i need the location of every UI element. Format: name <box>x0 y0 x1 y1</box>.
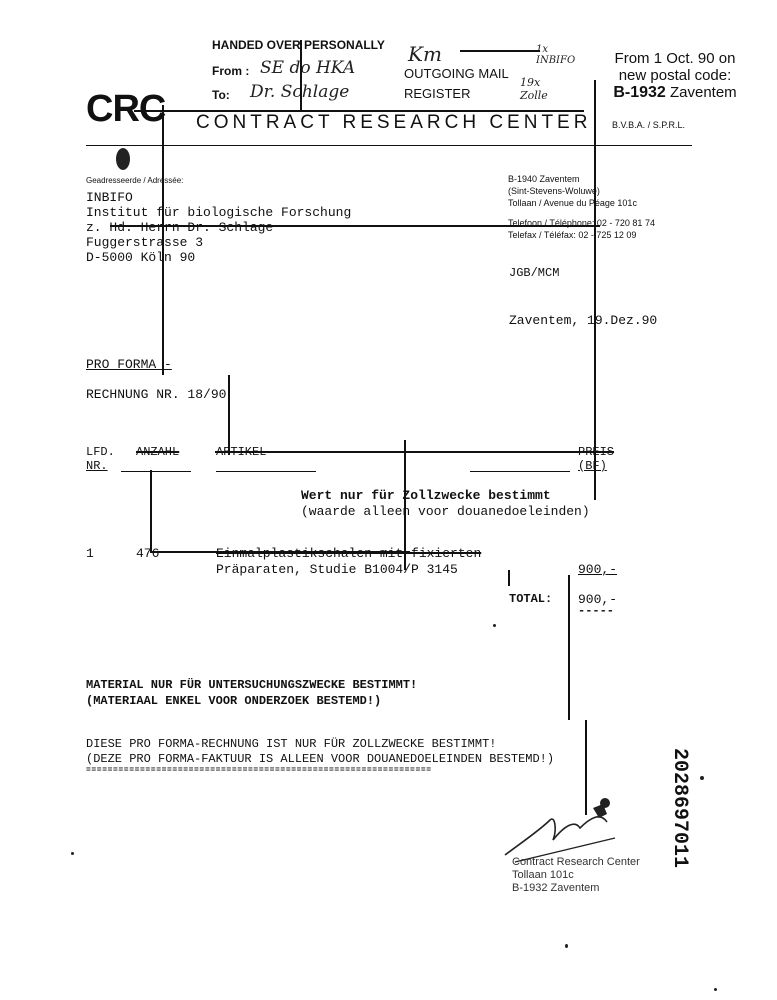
notice-line-2: new postal code: <box>618 67 732 84</box>
to-label: To: <box>212 88 230 102</box>
scan-line <box>460 50 540 52</box>
outgoing-mail-stamp: OUTGOING MAIL REGISTER 1x INBIFO 19x Zol… <box>404 44 575 106</box>
scan-line <box>228 375 230 455</box>
value-note-1: Wert nur für Zollzwecke bestimmt <box>301 488 551 503</box>
document-id: 2028697011 <box>668 748 691 869</box>
addressee-line: D-5000 Köln 90 <box>86 250 196 265</box>
value-note-2: (waarde alleen voor douanedoeleinden) <box>301 504 590 519</box>
handwritten-initials: Km <box>408 42 442 66</box>
sender-line: Telefoon / Téléphone: 02 - 720 81 74 <box>508 218 655 228</box>
company-legal-form: B.V.B.A. / S.P.R.L. <box>612 120 686 130</box>
addressee-line: Fuggerstrasse 3 <box>86 235 204 250</box>
crc-logo: CRC <box>86 88 166 130</box>
customs-note-2: (DEZE PRO FORMA-FAKTUUR IS ALLEEN VOOR D… <box>86 752 555 766</box>
scan-speck <box>700 776 704 780</box>
header-rule <box>470 471 570 472</box>
material-note-2: (MATERIAAL ENKEL VOOR ONDERZOEK BESTEMD!… <box>86 694 382 708</box>
col-header-currency: (BF) <box>578 459 607 473</box>
to-value: Dr. Schlage <box>250 82 350 102</box>
stamp-line: B-1932 Zaventem <box>512 882 600 894</box>
notice-line-1: From 1 Oct. 90 on <box>614 50 736 67</box>
scan-speck <box>600 798 610 808</box>
total-label: TOTAL: <box>509 592 553 606</box>
company-name: CONTRACT RESEARCH CENTER <box>196 112 592 133</box>
item-price: 900,- <box>578 562 618 577</box>
outgoing-note-1: 1x INBIFO <box>536 44 576 66</box>
addressee-line: Institut für biologische Forschung <box>86 205 352 220</box>
from-label: From : <box>212 64 250 78</box>
addressee-block: INBIFO Institut für biologische Forschun… <box>86 190 351 265</box>
handed-over-title: HANDED OVER PERSONALLY <box>212 38 385 52</box>
outgoing-note-2: 19x Zolle <box>520 76 548 102</box>
scan-line <box>568 575 570 720</box>
total-underline: ----- <box>578 604 615 618</box>
sender-line <box>508 209 655 217</box>
scan-line <box>110 225 600 227</box>
scan-line <box>150 470 152 552</box>
item-number: 1 <box>86 546 94 561</box>
from-value: SE do HKA <box>260 58 356 78</box>
addressee-line: INBIFO <box>86 190 133 205</box>
scan-speck <box>71 852 74 855</box>
invoice-date: Zaventem, 19.Dez.90 <box>509 313 658 328</box>
invoice-number: RECHNUNG NR. 18/90 <box>86 387 227 402</box>
customs-note-1: DIESE PRO FORMA-RECHNUNG IST NUR FÜR ZOL… <box>86 737 497 751</box>
scan-line <box>585 720 587 815</box>
addressee-line: z. Hd. Herrn Dr. Schlage <box>86 220 274 235</box>
material-note-1: MATERIAL NUR FÜR UNTERSUCHUNGSZWECKE BES… <box>86 678 418 692</box>
customs-rule: ========================================… <box>86 766 432 775</box>
scan-line <box>404 440 406 570</box>
item-description-2: Präparaten, Studie B1004/P 3145 <box>216 562 458 577</box>
scan-line <box>162 105 164 375</box>
col-header-anzahl: ANZAHL <box>136 445 180 459</box>
scan-speck <box>116 148 130 170</box>
header-rule <box>216 471 316 472</box>
notice-city: Zaventem <box>669 84 737 101</box>
scan-line <box>594 80 596 500</box>
sender-line: Tollaan / Avenue du Péage 101c <box>508 198 637 208</box>
total-value: 900,- <box>578 592 618 607</box>
sender-line: B-1940 Zaventem <box>508 174 580 184</box>
sender-block: B-1940 Zaventem (Sint-Stevens-Woluwe) To… <box>508 173 655 241</box>
scan-speck <box>714 988 717 991</box>
pro-forma-title: PRO FORMA - <box>86 357 172 372</box>
handed-over-stamp: HANDED OVER PERSONALLY From : SE do HKA … <box>212 38 432 108</box>
register-label: REGISTER <box>404 86 471 101</box>
stamp-line: Contract Research Center <box>512 856 640 868</box>
outgoing-mail-label: OUTGOING MAIL <box>404 66 509 81</box>
scan-speck <box>565 944 568 948</box>
scan-line <box>215 451 600 453</box>
letterhead-rule <box>86 145 692 146</box>
stamp-line: Tollaan 101c <box>512 869 574 881</box>
sender-line: (Sint-Stevens-Woluwe) <box>508 186 600 196</box>
reference-code: JGB/MCM <box>509 266 560 280</box>
notice-postal-code: B-1932 <box>613 84 666 101</box>
sender-line: Telefax / Téléfax: 02 - 725 12 09 <box>508 230 637 240</box>
item-description-1: Einmalplastikschalen mit fixierten <box>216 546 482 561</box>
scan-line <box>300 40 302 110</box>
col-header-lfd: LFD. <box>86 445 115 459</box>
scan-line <box>508 570 510 586</box>
scan-line <box>150 551 410 553</box>
postal-code-notice: From 1 Oct. 90 on new postal code: B-193… <box>575 50 775 102</box>
scan-line <box>134 110 584 112</box>
item-quantity: 476 <box>136 546 160 561</box>
col-header-nr: NR. <box>86 459 108 473</box>
company-stamp: Contract Research Center Tollaan 101c B-… <box>512 856 640 895</box>
addressee-label: Geadresseerde / Adressée: <box>86 176 184 185</box>
header-rule <box>121 471 191 472</box>
scan-speck <box>493 624 496 627</box>
